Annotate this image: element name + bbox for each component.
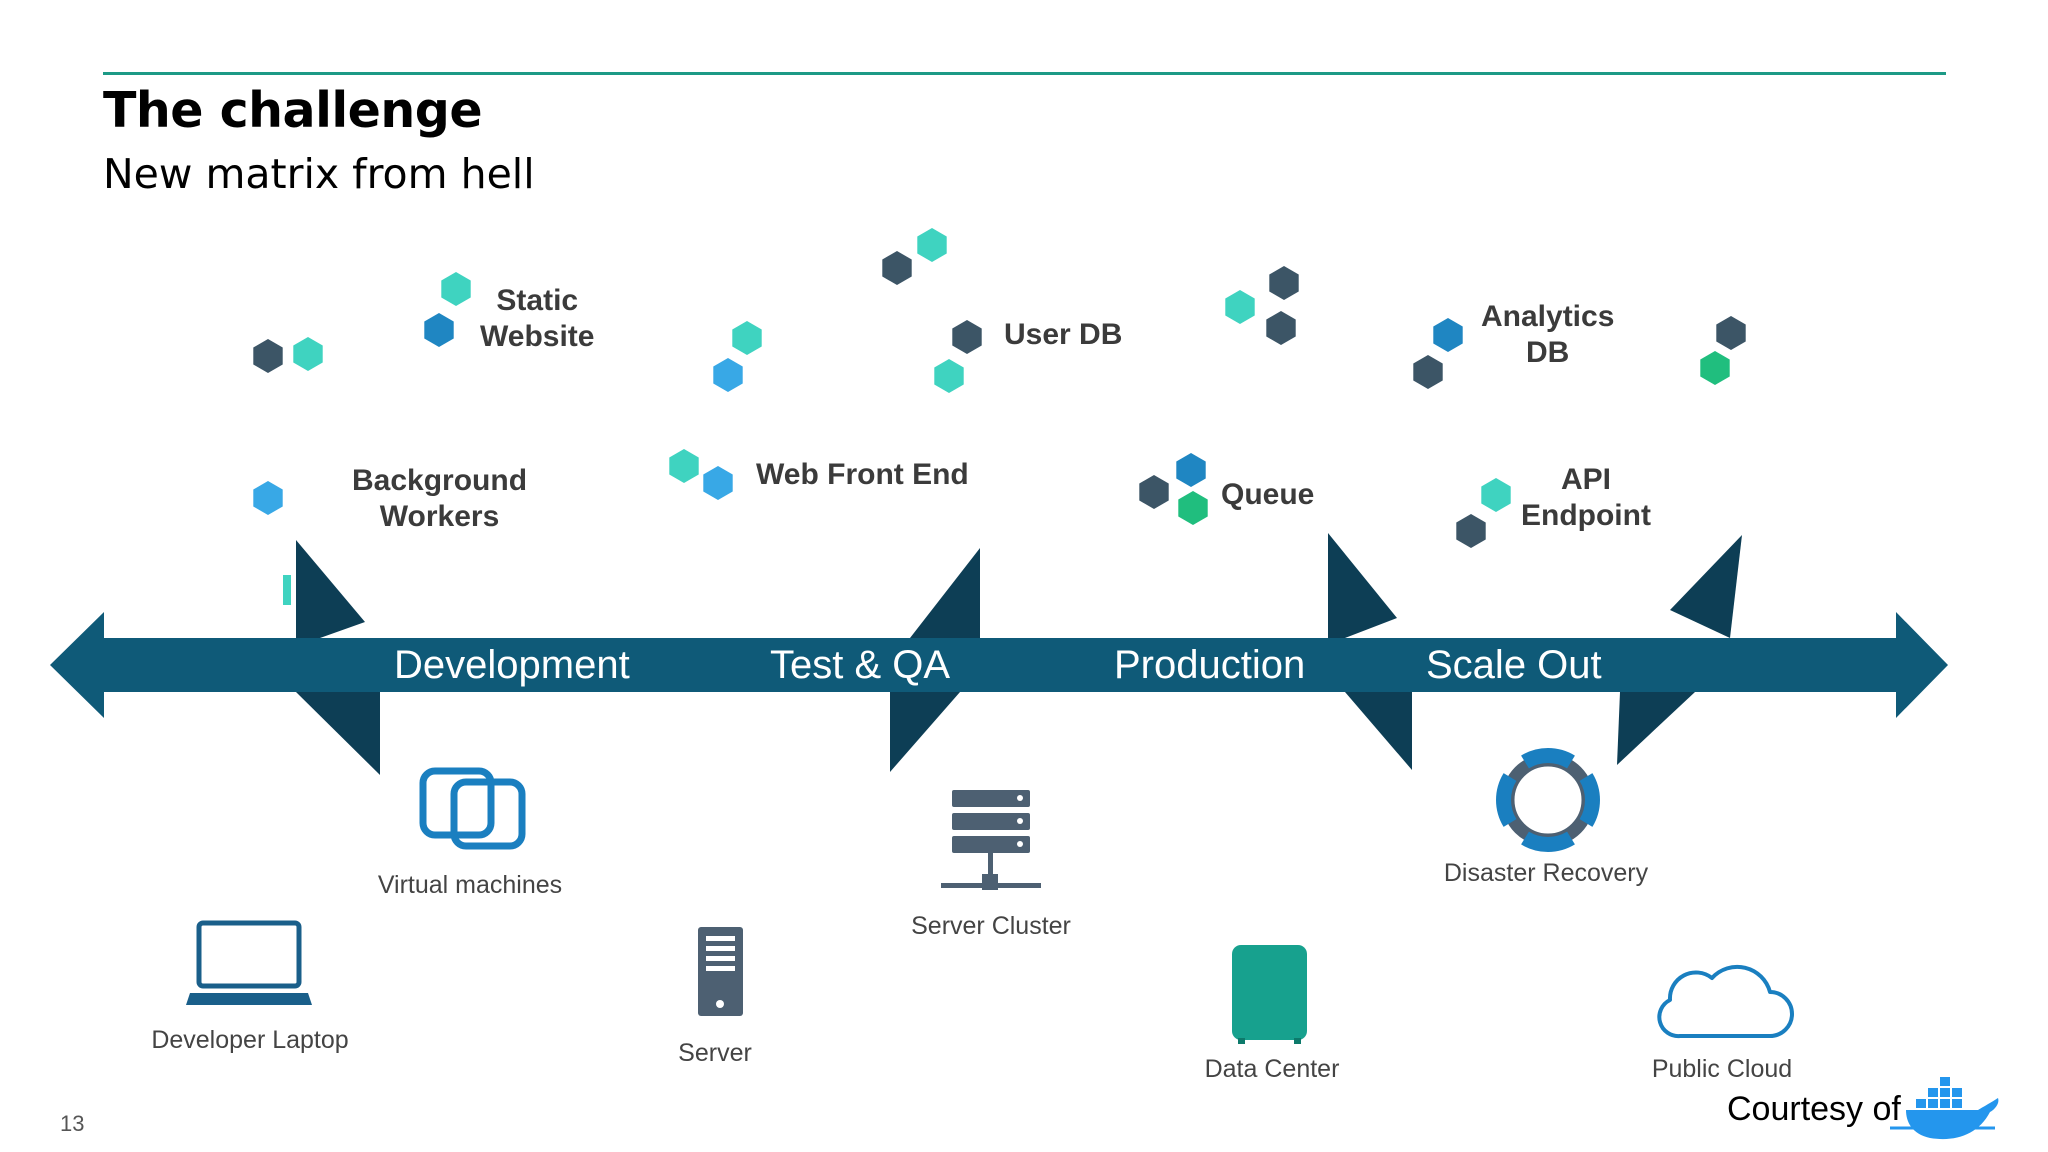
hexagon-icon xyxy=(253,339,283,373)
header-rule xyxy=(103,72,1946,75)
service-label-analytics-db: Analytics DB xyxy=(1481,300,1615,369)
hexagon-icon xyxy=(882,251,912,285)
caption-public-cloud: Public Cloud xyxy=(1651,1055,1793,1083)
hexagon-icon xyxy=(253,481,283,515)
cloud-icon xyxy=(1657,964,1794,1039)
slide-subtitle: New matrix from hell xyxy=(103,150,535,198)
service-label-queue: Queue xyxy=(1221,478,1315,511)
hexagon-icon xyxy=(1178,491,1208,525)
lifebuoy-icon xyxy=(1496,748,1600,852)
service-label-api-endpoint: API Endpoint xyxy=(1521,463,1651,532)
hexagon-icon xyxy=(1456,514,1486,548)
hexagon-icon xyxy=(1269,266,1299,300)
hexagon-icon xyxy=(732,321,762,355)
virtual-machines-icon xyxy=(419,767,526,850)
hexagon-icon xyxy=(703,466,733,500)
hexagon-icon xyxy=(1700,351,1730,385)
caption-server: Server xyxy=(678,1039,752,1067)
courtesy-text: Courtesy of xyxy=(1727,1090,1901,1128)
hexagon-icon xyxy=(1225,290,1255,324)
caption-virtual-machines: Virtual machines xyxy=(377,871,563,899)
caption-disaster-recovery: Disaster Recovery xyxy=(1443,859,1649,887)
hexagon-icon xyxy=(1176,453,1206,487)
stage-test-qa: Test & QA xyxy=(770,643,951,687)
hexagon-icon xyxy=(1433,318,1463,352)
hexagon-icon xyxy=(917,228,947,262)
hexagon-icon xyxy=(934,359,964,393)
stage-scale-out: Scale Out xyxy=(1426,643,1602,687)
caption-data-center: Data Center xyxy=(1204,1055,1340,1083)
hexagon-icon xyxy=(713,358,743,392)
stage-development: Development xyxy=(394,643,630,687)
laptop-icon xyxy=(186,920,312,1005)
hexagon-icon xyxy=(293,337,323,371)
hexagon-icon xyxy=(1266,311,1296,345)
slide-title: The challenge xyxy=(103,82,483,139)
service-label-background-workers: Background Workers xyxy=(352,464,528,533)
hexagon-icon xyxy=(1716,316,1746,350)
docker-whale-logo xyxy=(1890,1077,1999,1140)
service-label-user-db: User DB xyxy=(1004,318,1123,351)
server-tower-icon xyxy=(698,927,743,1016)
hexagon-icon xyxy=(1481,478,1511,512)
hexagon-icon xyxy=(283,575,291,605)
hexagon-clusters xyxy=(253,228,1746,548)
stage-production: Production xyxy=(1114,643,1306,687)
service-label-web-front-end: Web Front End xyxy=(756,458,969,491)
hexagon-icon xyxy=(1139,475,1169,509)
lifecycle-zigzag-arrow xyxy=(296,533,1742,775)
page-number: 13 xyxy=(60,1111,85,1136)
hexagon-icon xyxy=(424,313,454,347)
hexagon-icon xyxy=(952,320,982,354)
data-center-icon xyxy=(1232,945,1307,1044)
hexagon-icon xyxy=(441,272,471,306)
service-label-static-website: Static Website xyxy=(480,284,595,353)
caption-server-cluster: Server Cluster xyxy=(911,912,1071,940)
hexagon-icon xyxy=(1413,355,1443,389)
hexagon-icon xyxy=(669,449,699,483)
timeline-arrow xyxy=(50,612,1948,718)
server-cluster-icon xyxy=(941,790,1041,890)
caption-developer-laptop: Developer Laptop xyxy=(151,1026,349,1054)
